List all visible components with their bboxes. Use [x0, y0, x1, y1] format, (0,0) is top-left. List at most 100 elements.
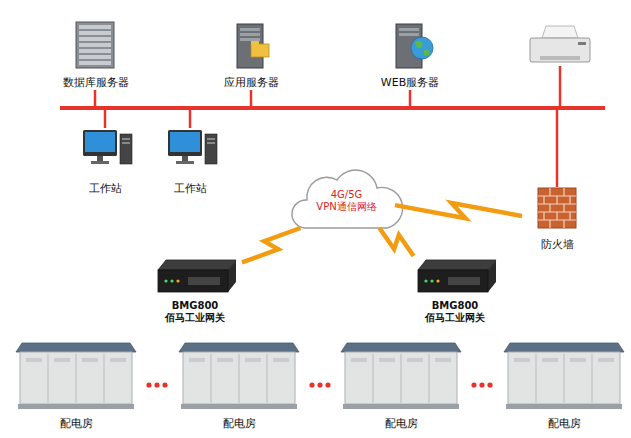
ellipsis-dots-part: [487, 382, 492, 387]
workstation-icon-part: [83, 130, 132, 164]
node-label: 配电房: [383, 417, 420, 431]
database-server-icon-part: [79, 49, 111, 53]
web-server-icon-part: [424, 49, 430, 55]
cloud-shape: [292, 170, 403, 228]
substation-node: 配电房: [500, 343, 628, 431]
node-label: WEB服务器: [381, 76, 439, 90]
substation-icon-part: [16, 343, 136, 409]
node-label: 配电房: [58, 417, 95, 431]
web-server-icon: [396, 24, 433, 68]
database-server-icon-part: [79, 31, 111, 35]
network-bus-part: [104, 108, 107, 128]
database-server-icon-part: [79, 43, 111, 47]
node-label: 防火墙: [541, 238, 574, 252]
database-server-icon: [76, 22, 114, 68]
node-label: 工作站: [89, 182, 122, 196]
workstation-node: 工作站: [155, 127, 225, 196]
printer-icon-part: [542, 26, 578, 38]
substation-icon-part: [341, 343, 461, 409]
wireless-link: [242, 228, 301, 262]
firewall-icon-part: [549, 220, 550, 228]
node-label: 应用服务器: [224, 76, 279, 90]
node-label: 配电房: [221, 417, 258, 431]
node-label: 配电房: [546, 417, 583, 431]
substation-icon-part: [504, 343, 624, 409]
network-bus-part: [60, 106, 605, 110]
substation-node: 配电房: [337, 343, 465, 431]
firewall-icon-part: [569, 196, 570, 204]
node-label: 佰马工业网关: [425, 312, 485, 324]
server-node: WEB服务器: [368, 20, 452, 90]
database-server-icon-part: [79, 25, 111, 29]
web-server-icon-part: [399, 28, 419, 31]
ellipsis-dots-part: [309, 382, 314, 387]
firewall-icon-part: [569, 212, 570, 220]
printer-icon-part: [530, 38, 590, 62]
gateway-node: BMG800佰马工业网关: [408, 256, 502, 324]
printer-icon-part: [540, 56, 580, 60]
printer-icon: [530, 26, 590, 62]
network-bus-part: [189, 108, 192, 128]
ellipsis-dots-part: [162, 382, 167, 387]
workstation-icon-part: [168, 130, 217, 164]
firewall-icon-part: [556, 196, 557, 204]
network-bus-part: [556, 108, 559, 187]
database-server-icon-part: [79, 37, 111, 41]
network-bus-part: [94, 90, 97, 108]
network-cloud: 4G/5GVPN通信网络: [298, 174, 395, 228]
firewall-icon-part: [549, 188, 550, 196]
web-server-icon-part: [415, 41, 423, 49]
application-server-icon-part: [240, 33, 260, 36]
application-server-icon-part: [251, 41, 259, 45]
printer-icon-part: [578, 42, 586, 45]
ellipsis-dots-part: [146, 382, 151, 387]
ellipsis-dots-part: [317, 382, 322, 387]
node-label: 工作站: [174, 182, 207, 196]
firewall-icon-part: [556, 212, 557, 220]
substation-icon-part: [179, 343, 299, 409]
firewall-icon-part: [543, 196, 544, 204]
database-server-icon-part: [76, 22, 114, 68]
firewall-icon-part: [563, 220, 564, 228]
firewall-icon-part: [563, 188, 564, 196]
node-label: 数据库服务器: [63, 76, 129, 90]
gateway-icon-part: [158, 260, 236, 292]
web-server-icon-part: [399, 33, 419, 36]
firewall-icon: [538, 188, 576, 228]
server-node: 数据库服务器: [58, 20, 134, 90]
database-server-icon-part: [79, 55, 111, 59]
workstation-node: 工作站: [70, 127, 140, 196]
network-bus-part: [559, 66, 562, 108]
database-server-icon-part: [79, 61, 111, 65]
gateway-icon-part: [418, 260, 496, 292]
ellipsis-dots-part: [479, 382, 484, 387]
ellipsis-dots: [146, 382, 492, 387]
substation-icon: [16, 343, 624, 409]
node-label: BMG800: [172, 300, 219, 312]
substation-node: 配电房: [175, 343, 303, 431]
application-server-icon-part: [240, 38, 260, 41]
ellipsis-dots-part: [471, 382, 476, 387]
application-server-icon: [237, 24, 269, 68]
network-bus-part: [409, 90, 412, 108]
substation-node: 配电房: [12, 343, 140, 431]
node-label: BMG800: [432, 300, 479, 312]
node-label: 佰马工业网关: [165, 312, 225, 324]
application-server-icon-part: [251, 44, 269, 57]
node-label: 4G/5G: [331, 189, 363, 202]
firewall-icon-part: [563, 204, 564, 212]
node-label: VPN通信网络: [316, 201, 376, 214]
network-bus-part: [250, 90, 253, 108]
cloud-shape-part: [292, 170, 403, 228]
web-server-icon-part: [396, 24, 422, 68]
network-bus: [60, 66, 605, 187]
gateway-node: BMG800佰马工业网关: [148, 256, 242, 324]
application-server-icon-part: [240, 28, 260, 31]
firewall-icon-part: [538, 188, 576, 228]
gateway-icon: [158, 260, 496, 292]
wireless-link: [395, 203, 522, 218]
